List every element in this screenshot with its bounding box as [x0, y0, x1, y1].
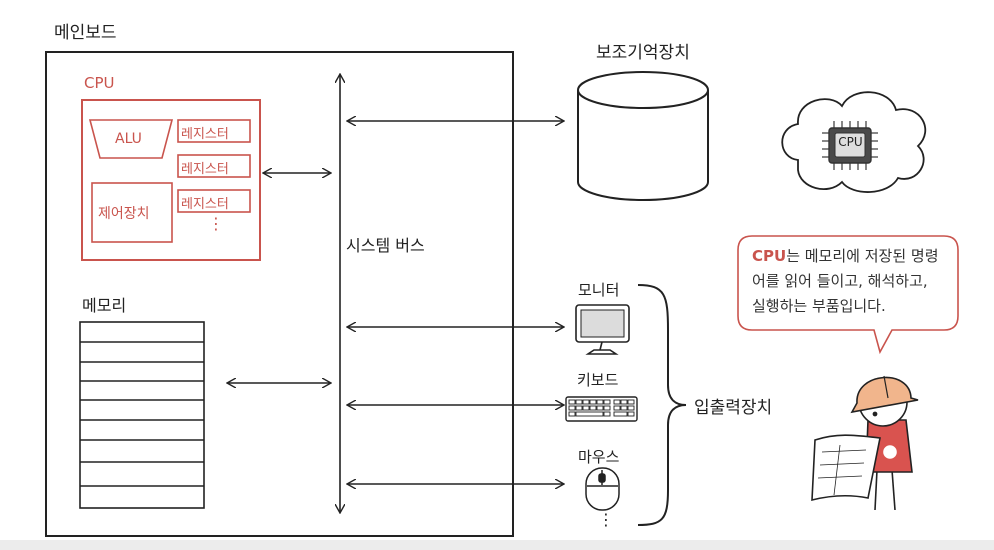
cpu-block — [81, 99, 261, 261]
register-more: ⋮ — [208, 214, 224, 233]
io-brace — [637, 284, 687, 526]
control-unit-box — [91, 182, 173, 243]
mainboard-title: 메인보드 — [54, 23, 117, 43]
speech-line-1: CPU는 메모리에 저장된 명령 — [752, 244, 952, 269]
speech-line-2: 어를 읽어 들이고, 해석하고, — [752, 272, 928, 290]
keyboard-label: 키보드 — [577, 371, 619, 389]
io-more: ⋮ — [598, 510, 614, 529]
mouse-icon — [585, 467, 620, 511]
cpu-chip-icon — [822, 121, 878, 170]
register-label-1: 레지스터 — [181, 127, 229, 142]
register-label-3: 레지스터 — [181, 197, 229, 212]
bottom-bar — [0, 540, 994, 550]
mouse-label: 마우스 — [578, 448, 620, 466]
register-label-2: 레지스터 — [181, 162, 229, 177]
cloud-cpu-label: CPU — [838, 135, 863, 149]
memory-block — [79, 321, 205, 509]
system-bus-label: 시스템 버스 — [346, 236, 425, 255]
speech-line-1-rest: 는 메모리에 저장된 명령 — [786, 247, 939, 265]
cpu-title: CPU — [84, 74, 115, 92]
speech-highlight: CPU — [752, 247, 787, 265]
speech-text: CPU는 메모리에 저장된 명령 어를 읽어 들이고, 해석하고, 실행하는 부… — [752, 244, 952, 319]
io-group-label: 입출력장치 — [694, 398, 773, 418]
memory-title: 메모리 — [82, 296, 127, 315]
storage-title: 보조기억장치 — [596, 43, 690, 63]
alu-shape — [88, 119, 174, 159]
worker-character-icon — [811, 375, 919, 511]
control-unit-label: 제어장치 — [98, 206, 150, 222]
storage-cylinder-icon — [577, 71, 709, 201]
speech-bubble — [737, 235, 959, 355]
monitor-icon — [575, 304, 630, 355]
monitor-label: 모니터 — [578, 281, 620, 299]
register-box-3 — [177, 189, 251, 213]
alu-label: ALU — [115, 131, 142, 147]
keyboard-icon — [565, 396, 638, 422]
register-box-2 — [177, 154, 251, 178]
mainboard-frame — [45, 51, 514, 537]
cloud-icon — [781, 91, 927, 193]
speech-line-3: 실행하는 부품입니다. — [752, 297, 886, 315]
register-box-1 — [177, 119, 251, 143]
